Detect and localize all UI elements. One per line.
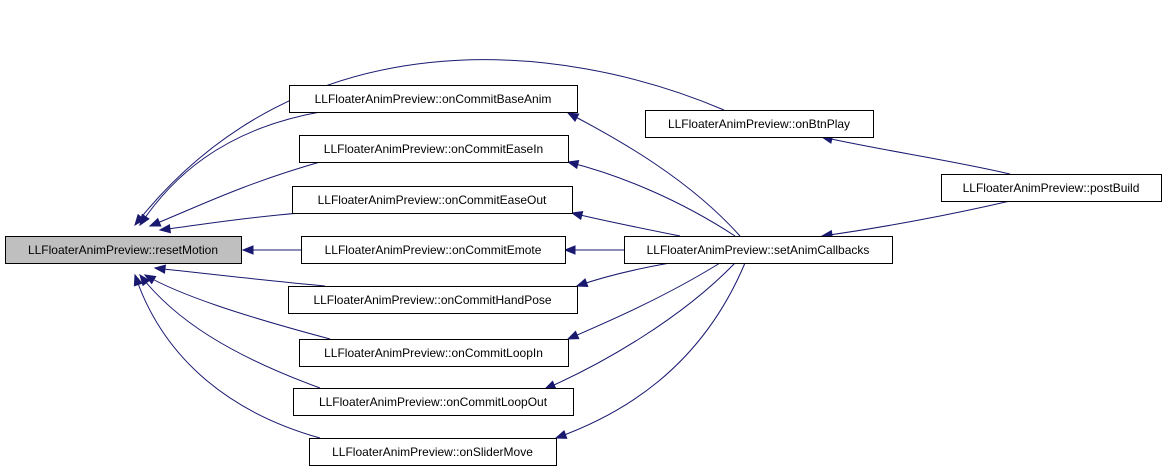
node-label: LLFloaterAnimPreview::setAnimCallbacks [647,243,870,257]
node-box [645,110,874,138]
node-on-commit-base-anim[interactable]: LLFloaterAnimPreview::onCommitBaseAnim [289,85,578,113]
node-label: LLFloaterAnimPreview::onCommitHandPose [313,293,551,307]
edge-on_commit_base_anim-to-reset_motion [139,111,321,227]
edge-line [567,262,721,340]
arrowhead [143,274,157,285]
edge-line [576,262,671,287]
edge-set_anim_callbacks-to-on_commit_loop_in [566,262,721,340]
edge-set_anim_callbacks-to-on_commit_hand_pose [575,262,671,288]
node-on-slider-move[interactable]: LLFloaterAnimPreview::onSliderMove [309,438,557,466]
node-label: LLFloaterAnimPreview::postBuild [963,181,1140,195]
edge-line [821,136,1011,175]
edge-line [139,274,321,389]
edge-line [555,262,746,439]
arrowhead [566,330,580,340]
arrowhead [566,159,580,170]
edge-post_build-to-on_btn_play [820,134,1011,175]
edge-line [821,200,1011,237]
edge-line [159,212,301,231]
arrowhead [575,278,589,288]
node-box [299,135,569,163]
node-on-commit-ease-out[interactable]: LLFloaterAnimPreview::onCommitEaseOut [292,186,573,214]
node-box [5,236,242,264]
node-box [292,186,573,214]
edge-set_anim_callbacks-to-on_commit_ease_out [570,210,681,237]
edge-set_anim_callbacks-to-on_commit_emote [563,245,625,255]
node-box [624,236,893,264]
edge-line [567,112,741,237]
edge-set_anim_callbacks-to-on_commit_loop_out [543,262,736,390]
graph-edges [133,59,1011,439]
edge-line [144,274,331,340]
node-label: LLFloaterAnimPreview::onSliderMove [332,445,533,459]
edge-on_commit_ease_out-to-reset_motion [158,212,301,234]
edge-line [571,212,681,237]
arrowhead [153,264,166,274]
arrowhead [148,217,162,227]
arrowhead [139,273,151,287]
node-label: LLFloaterAnimPreview::resetMotion [28,243,218,257]
node-box [288,286,578,314]
edge-set_anim_callbacks-to-on_commit_ease_in [566,159,736,237]
node-on-commit-loop-in[interactable]: LLFloaterAnimPreview::onCommitLoopIn [299,339,569,367]
node-on-commit-ease-in[interactable]: LLFloaterAnimPreview::onCommitEaseIn [299,135,569,163]
node-on-commit-loop-out[interactable]: LLFloaterAnimPreview::onCommitLoopOut [293,388,574,416]
node-reset-motion[interactable]: LLFloaterAnimPreview::resetMotion [5,236,242,264]
edge-on_commit_ease_in-to-reset_motion [148,161,321,227]
node-label: LLFloaterAnimPreview::onCommitEaseOut [318,193,547,207]
node-box [309,438,557,466]
node-label: LLFloaterAnimPreview::onCommitEmote [325,243,542,257]
node-label: LLFloaterAnimPreview::onCommitEaseIn [324,142,543,156]
edge-line [134,274,321,439]
node-label: LLFloaterAnimPreview::onCommitBaseAnim [315,92,552,106]
edge-on_commit_loop_out-to-reset_motion [139,273,321,389]
edge-line [154,267,326,287]
node-box [289,85,578,113]
arrowhead [566,112,580,123]
node-post-build[interactable]: LLFloaterAnimPreview::postBuild [941,174,1162,202]
arrowhead [158,223,172,234]
node-box [293,388,574,416]
edge-line [567,161,736,237]
node-label: LLFloaterAnimPreview::onBtnPlay [668,117,850,131]
arrowhead [543,380,557,390]
edge-on_commit_emote-to-reset_motion [241,245,302,255]
graph-nodes: LLFloaterAnimPreview::resetMotionLLFloat… [5,85,1162,466]
node-on-commit-hand-pose[interactable]: LLFloaterAnimPreview::onCommitHandPose [288,286,578,314]
edge-on_slider_move-to-reset_motion [133,273,321,439]
node-set-anim-callbacks[interactable]: LLFloaterAnimPreview::setAnimCallbacks [624,236,893,264]
arrowhead [563,245,576,255]
edge-on_commit_hand_pose-to-reset_motion [153,264,326,287]
node-on-btn-play[interactable]: LLFloaterAnimPreview::onBtnPlay [645,110,874,138]
arrowhead [554,429,568,439]
edge-line [149,161,321,227]
arrowhead [133,273,143,287]
edge-set_anim_callbacks-to-on_commit_base_anim [566,112,741,237]
edge-on_commit_loop_in-to-reset_motion [143,274,331,340]
edge-line [544,262,736,390]
arrowhead [241,245,254,255]
arrowhead [570,210,584,221]
edge-post_build-to-set_anim_callbacks [820,200,1011,240]
node-box [941,174,1162,202]
node-label: LLFloaterAnimPreview::onCommitLoopOut [319,395,548,409]
node-box [301,236,566,264]
node-on-commit-emote[interactable]: LLFloaterAnimPreview::onCommitEmote [301,236,566,264]
edge-line [134,59,725,226]
node-label: LLFloaterAnimPreview::onCommitLoopIn [324,346,543,360]
edge-line [139,111,321,226]
arrowhead [139,213,150,227]
node-box [299,339,569,367]
edge-set_anim_callbacks-to-on_slider_move [554,262,746,439]
